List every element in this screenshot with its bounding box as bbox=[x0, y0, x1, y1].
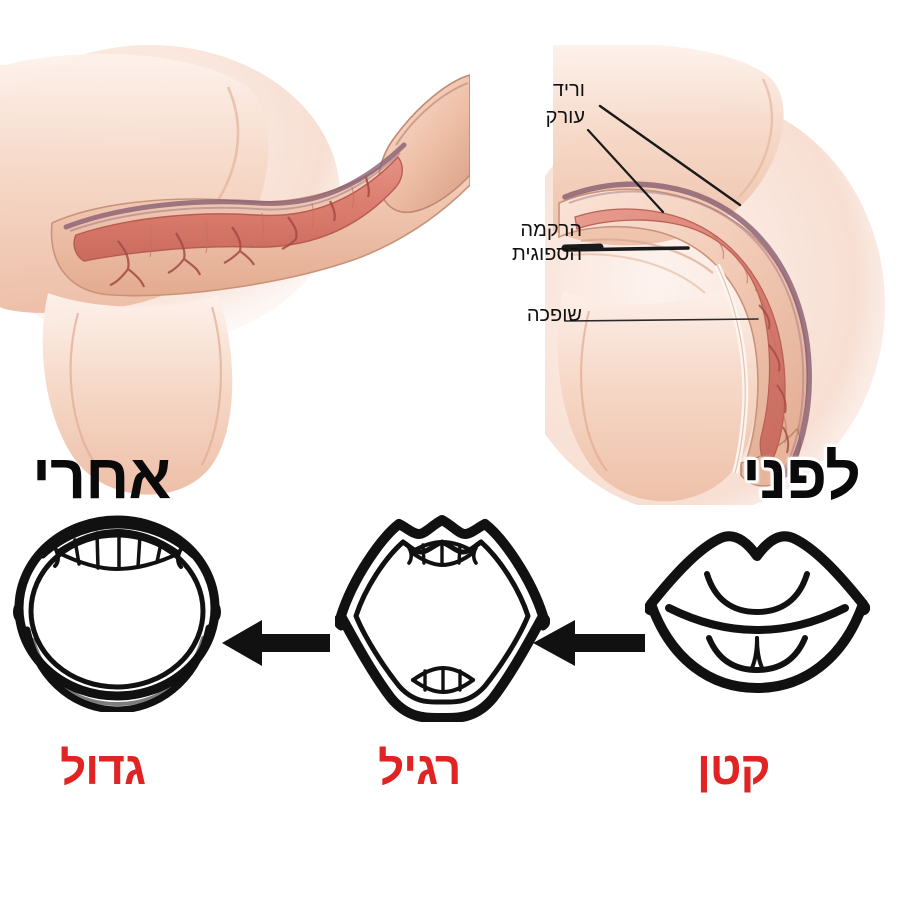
arrow-regular-to-large bbox=[222, 615, 330, 671]
caption-after: אחרי bbox=[32, 442, 171, 512]
mouth-regular-svg bbox=[335, 515, 550, 722]
mouth-small-svg bbox=[645, 531, 870, 693]
left-arrow-icon-2 bbox=[533, 620, 645, 666]
anatomy-illustration-before bbox=[545, 45, 900, 505]
left-arrow-icon bbox=[222, 620, 330, 666]
label-artery: עורק bbox=[545, 106, 585, 128]
arrow-small-to-regular bbox=[533, 615, 645, 671]
dorsal-vein-after bbox=[63, 142, 407, 230]
mouth-large-svg bbox=[13, 515, 221, 712]
mouth-illustration-regular bbox=[335, 512, 550, 722]
size-label-regular: רגיל bbox=[378, 742, 461, 794]
size-label-large: גדול bbox=[60, 742, 146, 794]
label-vein: וריד bbox=[552, 79, 585, 101]
spongy-tissue-after bbox=[73, 155, 403, 262]
tissue-vessels-after bbox=[109, 176, 370, 288]
mouth-illustration-large bbox=[5, 512, 230, 712]
mouth-progression-row: גדול רגיל קטן bbox=[0, 512, 900, 832]
caption-before: לפני bbox=[741, 442, 861, 512]
tissue-vessels-before bbox=[758, 304, 790, 454]
label-urethra: שופכה bbox=[526, 304, 582, 326]
size-label-small: קטן bbox=[697, 742, 771, 794]
anatomy-before-svg bbox=[545, 45, 885, 505]
scrotum-shape-before bbox=[557, 283, 759, 502]
scrotum-shape bbox=[42, 293, 233, 495]
anatomy-after-svg bbox=[0, 45, 470, 495]
spongy-tissue-before bbox=[574, 208, 786, 471]
anatomy-illustration-after bbox=[0, 45, 470, 500]
mouth-illustration-small bbox=[645, 512, 870, 702]
